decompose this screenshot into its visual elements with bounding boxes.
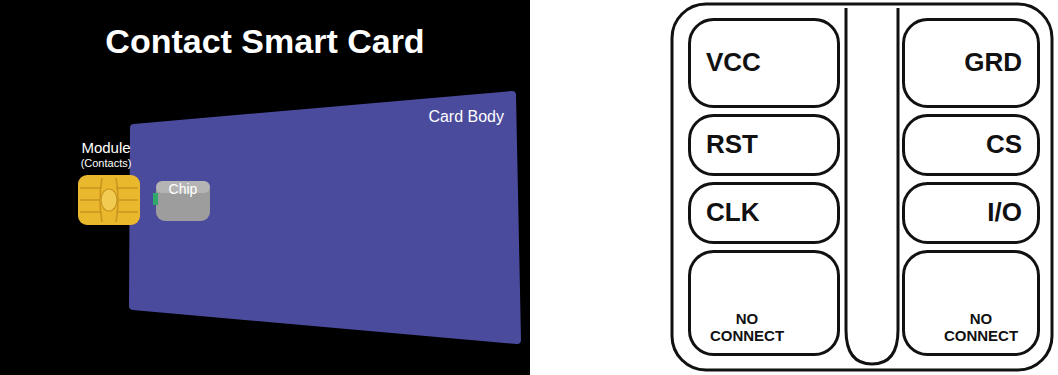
contact-pad: CS [902, 114, 1040, 176]
part-label: Card Body [428, 108, 504, 126]
contact-pad: RST [688, 114, 840, 176]
pin-name: I/O [987, 198, 1022, 228]
card-body: Chip Card Body [130, 92, 520, 343]
contact-line [80, 187, 102, 189]
center-channel [846, 8, 898, 364]
chip-bond [153, 193, 158, 205]
pin-name: GRD [964, 48, 1022, 78]
pad-outline [690, 252, 839, 355]
pad-outline [904, 20, 1039, 107]
part-label: (Contacts) [81, 157, 132, 169]
pin-name: CLK [706, 198, 759, 228]
pin-name: VCC [706, 48, 761, 78]
contact-pad: CLK [688, 182, 840, 244]
pad-outline [690, 116, 839, 175]
pin-name: NO CONNECT [936, 310, 1026, 345]
pin-name: CS [986, 130, 1022, 160]
contact-module: Module(Contacts) [62, 138, 150, 228]
pin-name: NO CONNECT [702, 310, 792, 345]
contact-pad: VCC [688, 18, 840, 108]
pad-outline [904, 116, 1039, 175]
center-contact [101, 189, 117, 211]
contact-line [116, 211, 138, 213]
pad-outline [904, 252, 1039, 355]
contact-pad: GRD [902, 18, 1040, 108]
pin-name: RST [706, 130, 758, 160]
contact-pad: NO CONNECT [688, 250, 840, 356]
part-label: Chip [169, 181, 198, 197]
pad-outline [904, 184, 1039, 243]
dark-panel [0, 0, 530, 375]
contact-pad: I/O [902, 182, 1040, 244]
pad-outline [690, 184, 839, 243]
module-plate [78, 175, 140, 225]
chip-die: Chip [155, 180, 211, 222]
contact-line [80, 199, 100, 201]
part-label: Module [81, 140, 130, 157]
title: Contact Smart Card [0, 22, 530, 61]
pad-outline [690, 20, 839, 107]
contact-outline [672, 4, 1052, 370]
chip-body [156, 181, 210, 221]
contact-pad: NO CONNECT [902, 250, 1040, 356]
contact-line [116, 187, 138, 189]
card-shape [133, 95, 517, 340]
contact-line [118, 199, 138, 201]
contact-line [80, 211, 102, 213]
